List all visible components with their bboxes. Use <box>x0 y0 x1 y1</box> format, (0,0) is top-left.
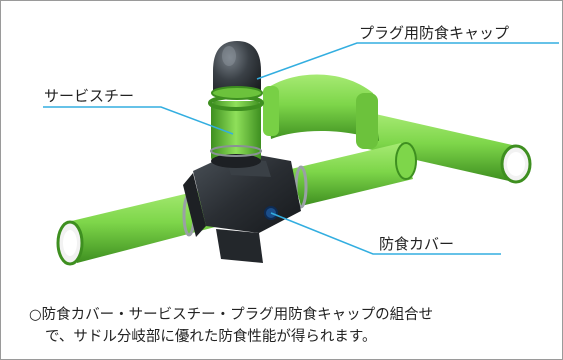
cover-label: 防食カバー <box>379 235 455 253</box>
plug-cap <box>211 41 263 100</box>
branch-pipe <box>263 74 532 184</box>
caption-line-2: で、サドル分岐部に優れた防食性能が得られます。 <box>45 329 377 345</box>
caption: ○防食カバー・サービスチー・プラグ用防食キャップの組合せ で、サドル分岐部に優れ… <box>29 304 559 348</box>
service-tee-label: サービスチー <box>44 87 135 105</box>
plug-cap-label: プラグ用防食キャップ <box>359 24 510 42</box>
main-pipe <box>56 142 417 266</box>
service-tee <box>208 95 264 168</box>
caption-line-1: ○防食カバー・サービスチー・プラグ用防食キャップの組合せ <box>29 307 434 323</box>
corrosion-cover <box>183 151 301 263</box>
pipe-assembly-illustration <box>43 41 559 266</box>
leader-lines <box>43 42 559 255</box>
